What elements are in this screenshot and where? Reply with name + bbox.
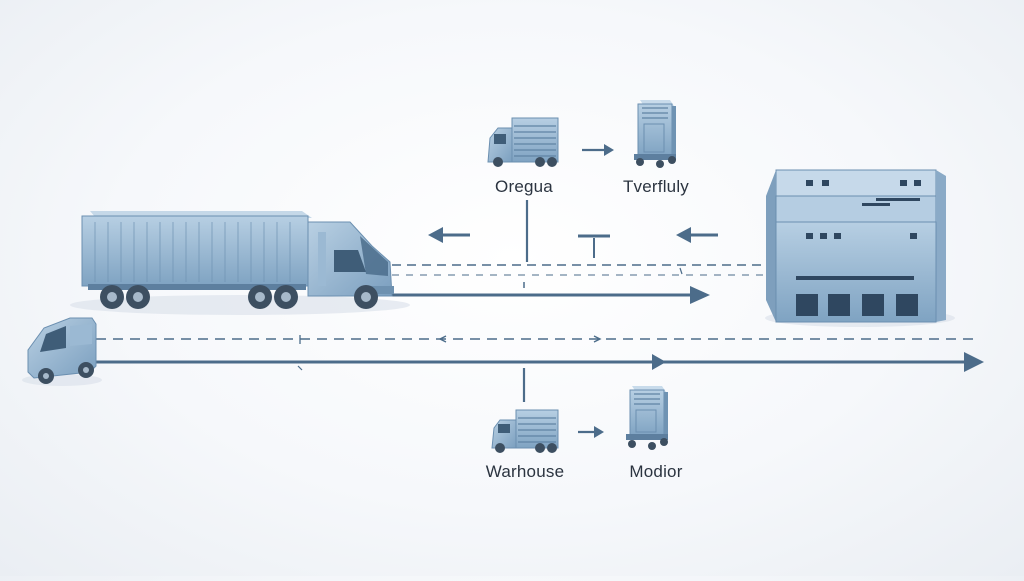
box-truck-icon <box>491 409 559 453</box>
flow-lines <box>96 144 984 438</box>
node-label-modior: Modior <box>629 462 683 481</box>
box-truck-icon <box>487 117 559 167</box>
node-label-tverfluly: Tverfluly <box>622 177 690 196</box>
cargo-cart-icon <box>634 100 676 168</box>
cargo-cart-icon <box>626 386 668 450</box>
semi-truck-icon <box>81 211 394 309</box>
warehouse-building-icon <box>766 169 946 323</box>
arrow-head <box>690 286 710 304</box>
arrow-head <box>964 352 984 372</box>
node-label-oregua: Oregua <box>495 177 553 196</box>
small-arrow <box>594 426 604 438</box>
small-arrow <box>604 144 614 156</box>
node-label-warhouse: Warhouse <box>485 462 565 481</box>
delivery-van-icon <box>27 317 97 384</box>
